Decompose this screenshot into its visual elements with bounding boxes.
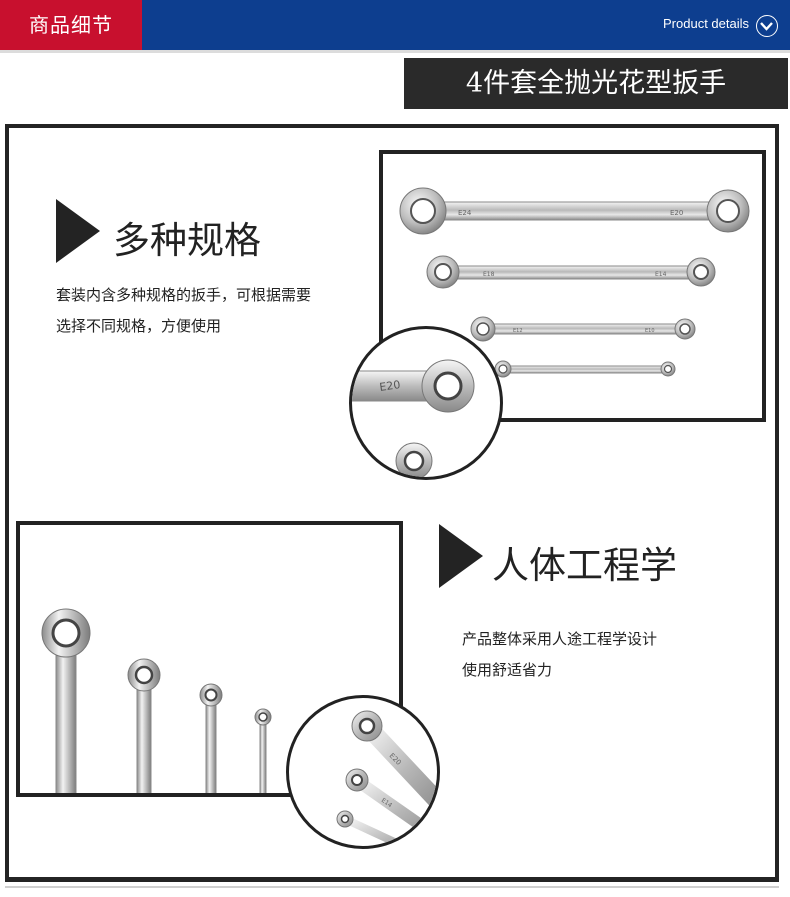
section-label: 商品细节 (29, 13, 113, 37)
product-details-link[interactable]: Product details (663, 16, 749, 31)
wrench-marking: E12 (513, 328, 523, 334)
description-line: 产品整体采用人途工程学设计 (462, 630, 658, 648)
content-frame (5, 124, 779, 882)
feature-title-ergonomics: 人体工程学 (492, 544, 677, 587)
frame-shadow-line (5, 886, 779, 888)
wrench-marking: E24 (458, 209, 472, 217)
description-line: 使用舒适省力 (462, 661, 553, 679)
wrench-marking: E20 (379, 378, 402, 394)
wrench-zoom-circle: E20 E14 (286, 695, 440, 849)
wrench-marking: E14 (655, 271, 667, 278)
feature-description-ergonomics: 产品整体采用人途工程学设计 使用舒适省力 (462, 624, 762, 686)
header-divider (0, 50, 790, 53)
triangle-right-icon (56, 199, 100, 263)
product-title-banner: 4件套全抛光花型扳手 (404, 58, 788, 109)
wrench-marking: E10 (645, 328, 655, 334)
wrench-marking: E20 (670, 209, 683, 217)
chevron-down-icon[interactable] (756, 15, 778, 37)
section-label-bg (0, 0, 142, 50)
feature-description-specs: 套装内含多种规格的扳手，可根据需要 选择不同规格，方便使用 (56, 280, 376, 342)
wrench-marking: E18 (483, 271, 495, 278)
wrench-zoom-circle: E20 (349, 326, 503, 480)
triangle-right-icon (439, 524, 483, 588)
product-title: 4件套全抛光花型扳手 (465, 68, 727, 99)
description-line: 套装内含多种规格的扳手，可根据需要 (56, 286, 312, 304)
feature-title-specs: 多种规格 (113, 219, 261, 262)
header-bar: 商品细节 Product details (0, 0, 790, 50)
description-line: 选择不同规格，方便使用 (56, 317, 222, 335)
